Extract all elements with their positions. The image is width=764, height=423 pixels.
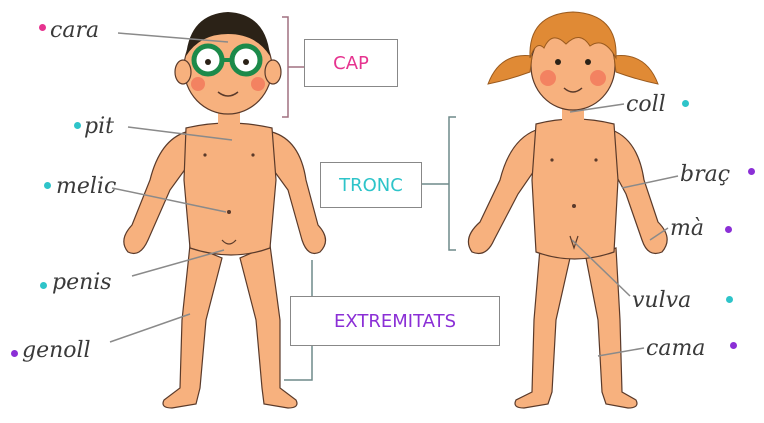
penis-dot <box>40 282 47 289</box>
coll-dot <box>682 100 689 107</box>
melic-dot <box>44 182 51 189</box>
label-cama: cama <box>646 338 705 360</box>
label-melic: melic <box>56 176 116 198</box>
tronc-bracket <box>422 117 456 250</box>
extremitats-label: EXTREMITATS <box>334 311 456 332</box>
label-coll: coll <box>626 94 666 116</box>
boy-figure <box>124 12 326 408</box>
label-pit: pit <box>84 116 114 138</box>
cama-dot <box>730 342 737 349</box>
ma-dot <box>725 226 732 233</box>
label-genoll: genoll <box>22 340 91 362</box>
label-cara: cara <box>50 20 99 42</box>
tronc-label: TRONC <box>339 175 403 196</box>
genoll-dot <box>11 350 18 357</box>
cap-bracket <box>282 17 304 117</box>
extremitats-box: EXTREMITATS <box>290 296 500 346</box>
pit-dot <box>74 122 81 129</box>
brac-dot <box>748 168 755 175</box>
label-penis: penis <box>52 272 112 294</box>
label-vulva: vulva <box>632 290 691 312</box>
cap-label: CAP <box>333 53 369 74</box>
cap-box: CAP <box>304 39 398 87</box>
label-brac: braç <box>680 164 730 186</box>
cara-dot <box>39 24 46 31</box>
label-ma: mà <box>670 218 704 240</box>
tronc-box: TRONC <box>320 162 422 208</box>
vulva-dot <box>726 296 733 303</box>
